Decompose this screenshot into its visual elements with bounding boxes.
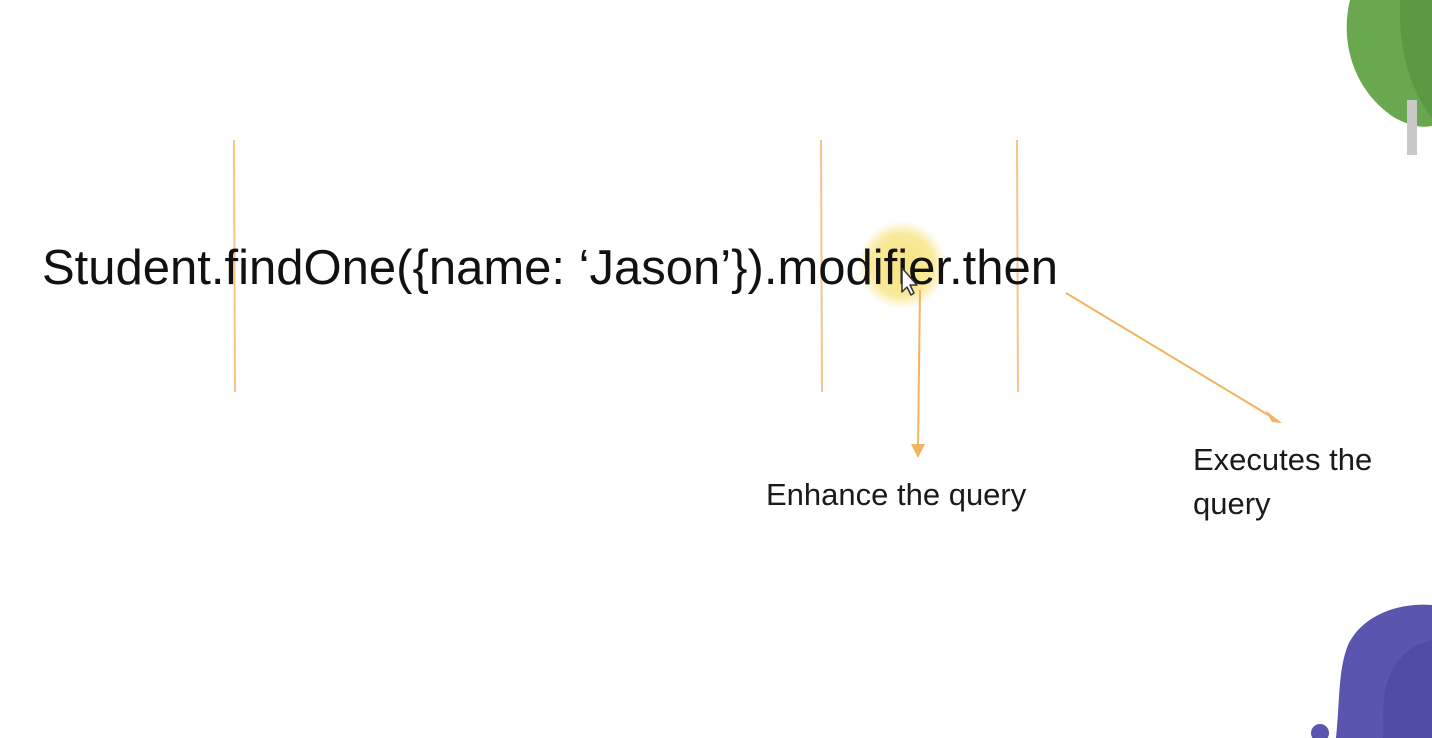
- divider-line-1: [233, 139, 236, 393]
- mouse-pointer-icon: [901, 267, 918, 296]
- purple-shape: [1311, 604, 1432, 738]
- divider-line-2: [820, 139, 823, 393]
- leaf-icon: [1346, 0, 1432, 155]
- caption-executes-query: Executes the query: [1193, 442, 1373, 521]
- arrow-enhance: [911, 289, 925, 458]
- caption-enhance-query: Enhance the query: [766, 477, 1027, 512]
- cursor-highlight: [858, 221, 946, 309]
- arrow-executes: [1065, 292, 1282, 423]
- divider-line-3: [1016, 139, 1019, 393]
- code-expression: Student.findOne({name: ‘Jason’}).modifie…: [42, 241, 1059, 295]
